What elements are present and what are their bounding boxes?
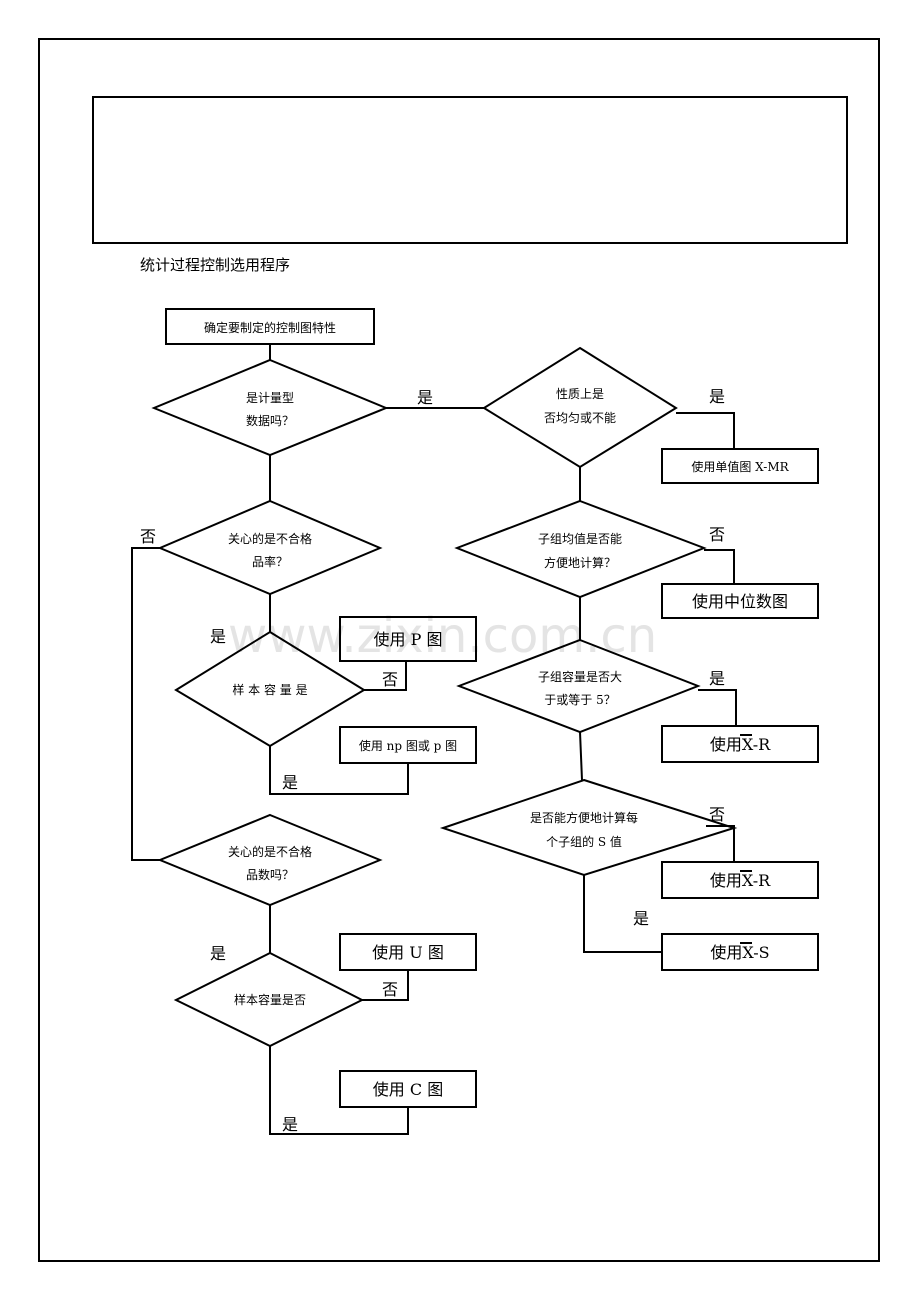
header-box bbox=[92, 96, 848, 244]
result-median-box bbox=[661, 583, 819, 619]
label-yes-count: 是 bbox=[210, 944, 226, 963]
label-yes-uniform: 是 bbox=[709, 387, 725, 406]
connector bbox=[269, 746, 409, 795]
label-no-rate: 否 bbox=[140, 527, 156, 546]
decision-count-text-2: 品数吗？ bbox=[246, 867, 294, 882]
decision-subgroup-mean bbox=[454, 499, 707, 599]
decision-variable-data bbox=[151, 358, 389, 457]
decision-mean-text-2: 方便地计算？ bbox=[544, 555, 616, 570]
decision-rate-text-1: 关心的是不合格 bbox=[228, 531, 312, 546]
connector bbox=[704, 549, 735, 584]
connector bbox=[579, 731, 583, 781]
decision-size-text-1: 子组容量是否大 bbox=[538, 669, 622, 684]
label-no-mean: 否 bbox=[709, 525, 725, 544]
label-yes-rate: 是 bbox=[210, 627, 226, 646]
result-median-label: 使用中位数图 bbox=[692, 592, 788, 611]
decision-s-text-2: 个子组的 S 值 bbox=[546, 834, 622, 849]
result-c-label: 使用 C 图 bbox=[373, 1080, 443, 1099]
result-p-label: 使用 P 图 bbox=[374, 630, 443, 649]
document-title: 统计过程控制选用程序 bbox=[140, 256, 291, 274]
decision-sample-p-text: 样 本 容 量 是 bbox=[232, 682, 307, 697]
connector bbox=[269, 1046, 409, 1135]
decision-size-text-2: 于或等于 5？ bbox=[544, 693, 615, 707]
start-label: 确定要制定的控制图特性 bbox=[204, 320, 336, 335]
decision-nonconforming-rate bbox=[157, 499, 383, 596]
label-yes-size: 是 bbox=[709, 669, 725, 688]
decision-uniform-text-1: 性质上是 bbox=[556, 387, 604, 401]
decision-count-text-1: 关心的是不合格 bbox=[228, 844, 312, 859]
decision-rate-text-2: 品率？ bbox=[252, 554, 288, 569]
label-yes-variable: 是 bbox=[417, 388, 433, 407]
connector bbox=[131, 547, 160, 861]
label-no-sample-u: 否 bbox=[382, 980, 398, 999]
decision-uniform bbox=[482, 346, 678, 469]
result-xbar-s-label: 使用X-S bbox=[710, 943, 769, 962]
result-xbar-r-label-1: 使用X-R bbox=[710, 735, 771, 754]
label-yes-s: 是 bbox=[633, 909, 649, 928]
decision-nonconforming-count bbox=[157, 813, 383, 907]
result-p-box bbox=[339, 616, 477, 662]
decision-uniform-text-2: 否均匀或不能 bbox=[544, 411, 616, 425]
result-xbar-r-box-1 bbox=[661, 725, 819, 763]
decision-variable-text-2: 数据吗？ bbox=[246, 413, 294, 428]
result-u-label: 使用 U 图 bbox=[372, 943, 444, 962]
result-xmr-label: 使用单值图 X-MR bbox=[691, 459, 789, 474]
label-yes-sample-u: 是 bbox=[282, 1115, 298, 1134]
connector bbox=[362, 970, 409, 1001]
connector bbox=[698, 689, 737, 726]
connector bbox=[364, 661, 407, 691]
connector bbox=[706, 825, 735, 862]
label-no-s: 否 bbox=[709, 805, 725, 824]
result-np-label: 使用 np 图或 p 图 bbox=[359, 738, 457, 753]
decision-sample-u-text: 样本容量是否 bbox=[234, 992, 306, 1007]
result-xbar-r-box-2 bbox=[661, 861, 819, 899]
decision-s-text-1: 是否能方便地计算每 bbox=[530, 810, 638, 825]
decision-s-value bbox=[439, 778, 738, 877]
page-frame bbox=[38, 38, 880, 1262]
connector bbox=[676, 412, 735, 449]
connector bbox=[583, 875, 662, 953]
label-yes-sample-p: 是 bbox=[282, 773, 298, 792]
label-no-sample-p: 否 bbox=[382, 670, 398, 689]
decision-variable-text-1: 是计量型 bbox=[246, 391, 294, 405]
decision-mean-text-1: 子组均值是否能 bbox=[538, 531, 622, 546]
result-xmr-box bbox=[661, 448, 819, 484]
result-xbar-r-label-2: 使用X-R bbox=[710, 871, 771, 890]
